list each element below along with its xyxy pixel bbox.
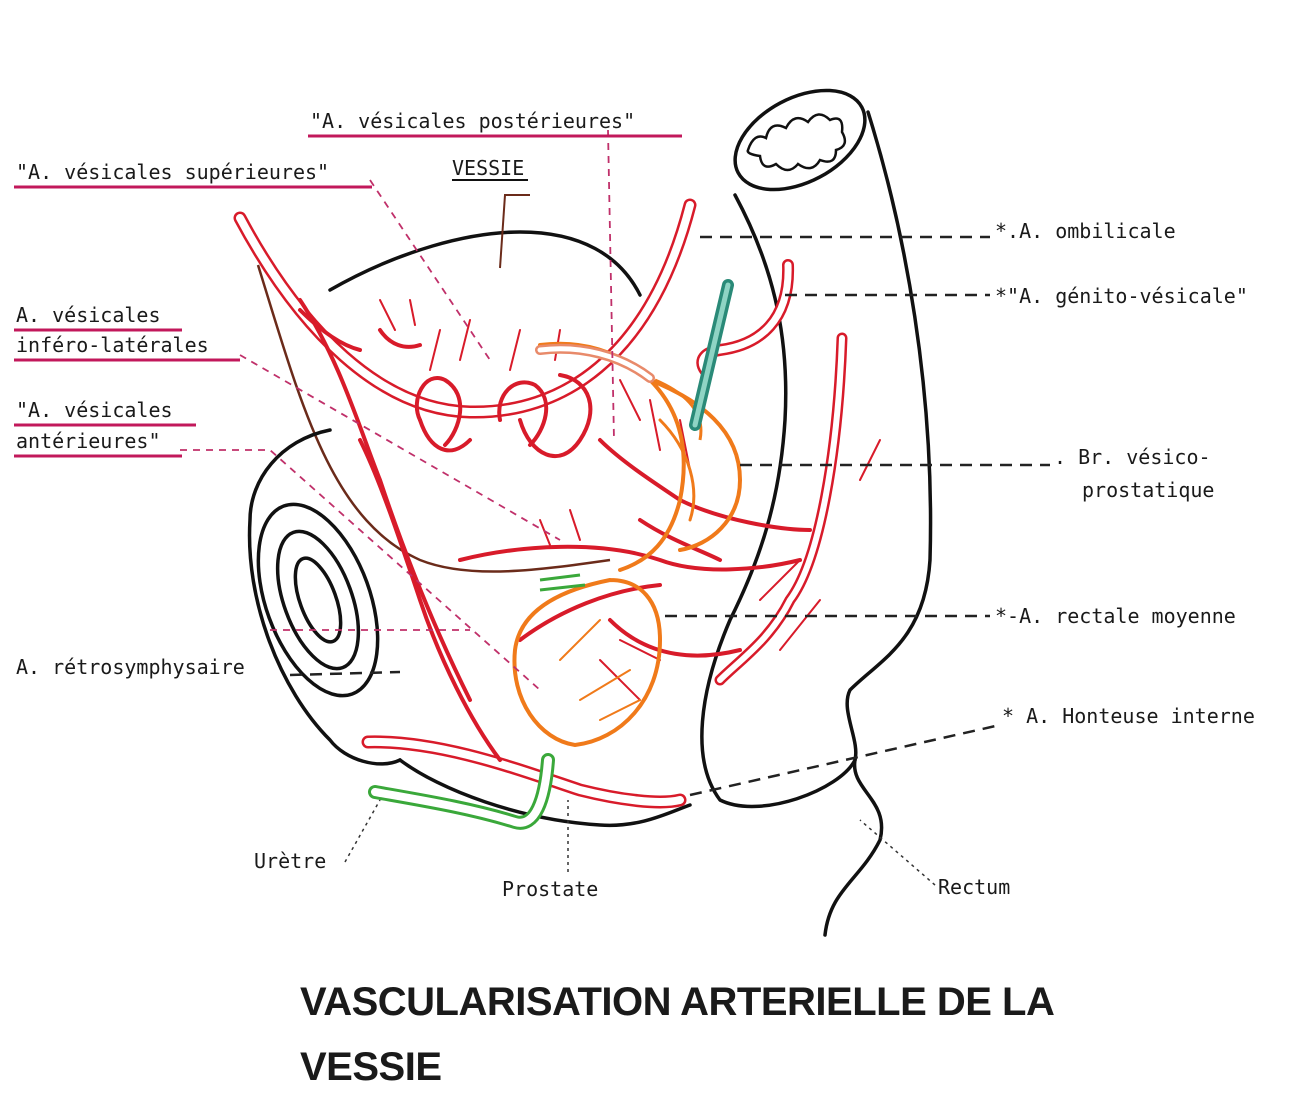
label-ombilicale: *.A. ombilicale [995, 219, 1176, 243]
bladder-outline [330, 232, 640, 295]
rectum-lumen-inner [748, 114, 845, 170]
label-rectum: Rectum [938, 875, 1010, 899]
pubis-symphysis-inner [261, 521, 374, 680]
diagram-title-line1: VASCULARISATION ARTERIELLE DE LA [300, 980, 1054, 1025]
arteries [240, 205, 880, 802]
label-genito-vesicale: *"A. génito-vésicale" [995, 284, 1248, 308]
label-vessie: VESSIE [452, 156, 524, 180]
label-uretre: Urètre [254, 849, 326, 873]
label-vesicales-posterieures: "A. vésicales postérieures" [310, 109, 635, 133]
bladder-brown-outline [258, 265, 610, 572]
diagram-labels: "A. vésicales postérieures" "A. vésicale… [16, 109, 1255, 901]
pubis-symphysis-outer [235, 488, 401, 712]
label-prostate: Prostate [502, 877, 598, 901]
label-vesicales-infero-line2: inféro-latérales [16, 333, 209, 357]
label-rectale-moyenne: *-A. rectale moyenne [995, 604, 1236, 628]
label-vesicales-superieures: "A. vésicales supérieures" [16, 160, 329, 184]
label-br-vesico-line2: prostatique [1082, 478, 1214, 502]
rectum-outline [825, 112, 931, 935]
label-vesicales-anterieures-line2: antérieures" [16, 429, 161, 453]
label-honteuse-interne: * A. Honteuse interne [1002, 704, 1255, 728]
diagram-title-line2: VESSIE [300, 1045, 442, 1090]
label-retrosymphysaire: A. rétrosymphysaire [16, 655, 245, 679]
label-vesicales-anterieures-line1: "A. vésicales [16, 398, 173, 422]
rectum-lumen-outer [718, 70, 881, 210]
label-vesicales-infero-line1: A. vésicales [16, 303, 161, 327]
label-br-vesico-line1: . Br. vésico- [1054, 445, 1211, 469]
